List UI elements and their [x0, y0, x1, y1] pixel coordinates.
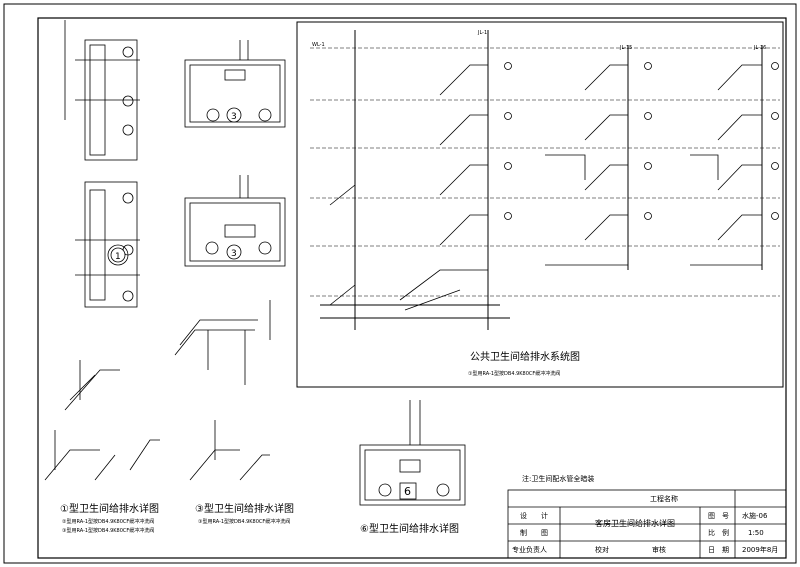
system-risers	[320, 30, 763, 330]
tb-review-label: 审核	[652, 546, 666, 554]
general-note: 注:卫生间配水管全暗装	[522, 475, 595, 483]
iso-detail-bottom-left	[44, 430, 160, 481]
tb-date: 2009年8月	[742, 546, 779, 554]
tb-check-label: 校对	[595, 546, 609, 554]
tb-drawing-no: 水施-06	[742, 512, 768, 520]
iso-detail-left	[64, 360, 120, 411]
type3-detail-sub1: ③型用RA-1型按DB4.9K80CF缓冲冲洗阀	[198, 519, 291, 525]
pipe-label-jl16: JL-16	[753, 45, 766, 51]
svg-text:6: 6	[404, 485, 411, 498]
type-marker-1: 1	[110, 247, 126, 263]
type-marker-3b: 3	[226, 244, 242, 260]
type-marker-3a: 3	[226, 107, 242, 123]
title-block	[507, 489, 787, 559]
plan-type1-lower	[75, 181, 140, 308]
svg-text:3: 3	[231, 112, 237, 122]
system-diagram-title: 公共卫生间给排水系统图	[470, 352, 580, 363]
tb-lead-label: 专业负责人	[512, 546, 547, 554]
type1-detail-sub1: ②型用RA-1型按DB4.9K80CF缓冲冲洗阀	[62, 519, 155, 525]
plan-type1-upper	[64, 20, 140, 161]
system-valve-markers	[504, 62, 779, 220]
system-floor-lines	[310, 47, 780, 297]
type-marker-6: 6	[399, 482, 417, 500]
plan-type6	[359, 400, 466, 506]
tb-design-label: 设 计	[520, 512, 548, 520]
system-panel-frame	[296, 21, 784, 388]
type1-detail-sub2: ③型用RA-1型按DB4.9K80CF缓冲冲洗阀	[62, 528, 155, 534]
outer-frame	[3, 3, 797, 564]
inner-frame	[37, 17, 787, 559]
plan-type3-lower	[184, 175, 286, 267]
tb-project-name-label: 工程名称	[650, 495, 678, 503]
iso-detail-bottom-middle	[189, 420, 270, 481]
type3-detail-title: ③型卫生间给排水详图	[195, 504, 294, 515]
system-diagram-note: ①型用RA-1型按DB4.9K80CF缓冲冲洗阀	[468, 371, 561, 377]
pipe-label-jl1: JL-1	[477, 30, 487, 36]
type1-detail-title: ①型卫生间给排水详图	[60, 504, 159, 515]
tb-scale-label: 比 例	[708, 529, 729, 537]
tb-scale: 1:50	[748, 529, 764, 537]
iso-detail-center	[174, 300, 271, 385]
type6-detail-title: ⑥型卫生间给排水详图	[360, 524, 459, 535]
svg-text:3: 3	[231, 249, 237, 259]
tb-drawing-name: 客房卫生间给排水详图	[595, 519, 675, 528]
tb-date-label: 日 期	[708, 546, 729, 554]
tb-drawing-label: 制 图	[520, 529, 548, 537]
system-branches	[329, 64, 762, 311]
pipe-label-wl1: WL-1	[312, 42, 325, 48]
svg-text:1: 1	[115, 252, 121, 262]
tb-drawing-no-label: 图 号	[708, 512, 729, 520]
pipe-label-jl15: JL-15	[619, 45, 632, 51]
